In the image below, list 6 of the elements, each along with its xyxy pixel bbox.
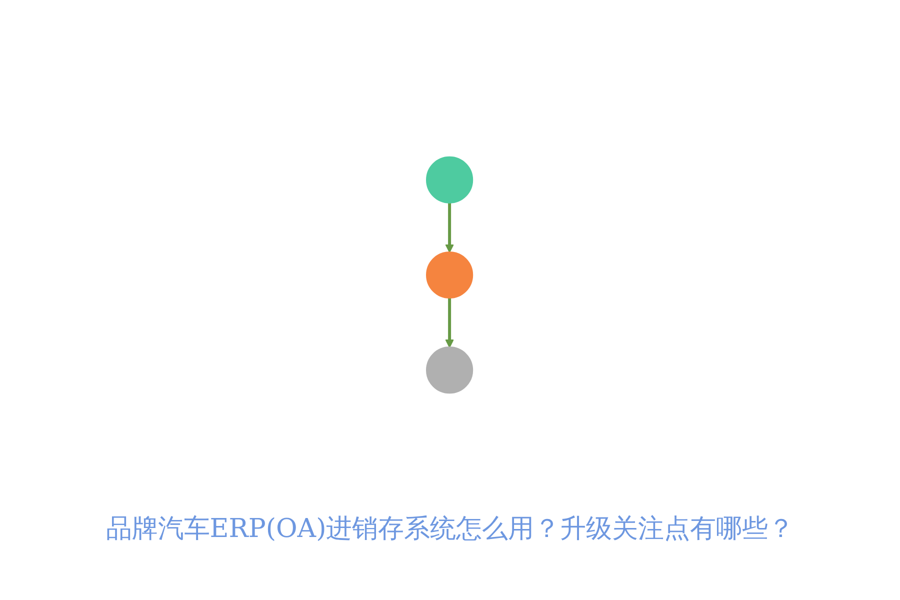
node-circle bbox=[426, 250, 474, 298]
diagram-title: 品牌汽车ERP(OA)进销存系统怎么用？升级关注点有哪些？ bbox=[106, 512, 794, 546]
arrow bbox=[446, 297, 454, 348]
node-circle bbox=[426, 346, 474, 394]
arrow bbox=[446, 202, 454, 252]
node-circle bbox=[426, 156, 474, 203]
